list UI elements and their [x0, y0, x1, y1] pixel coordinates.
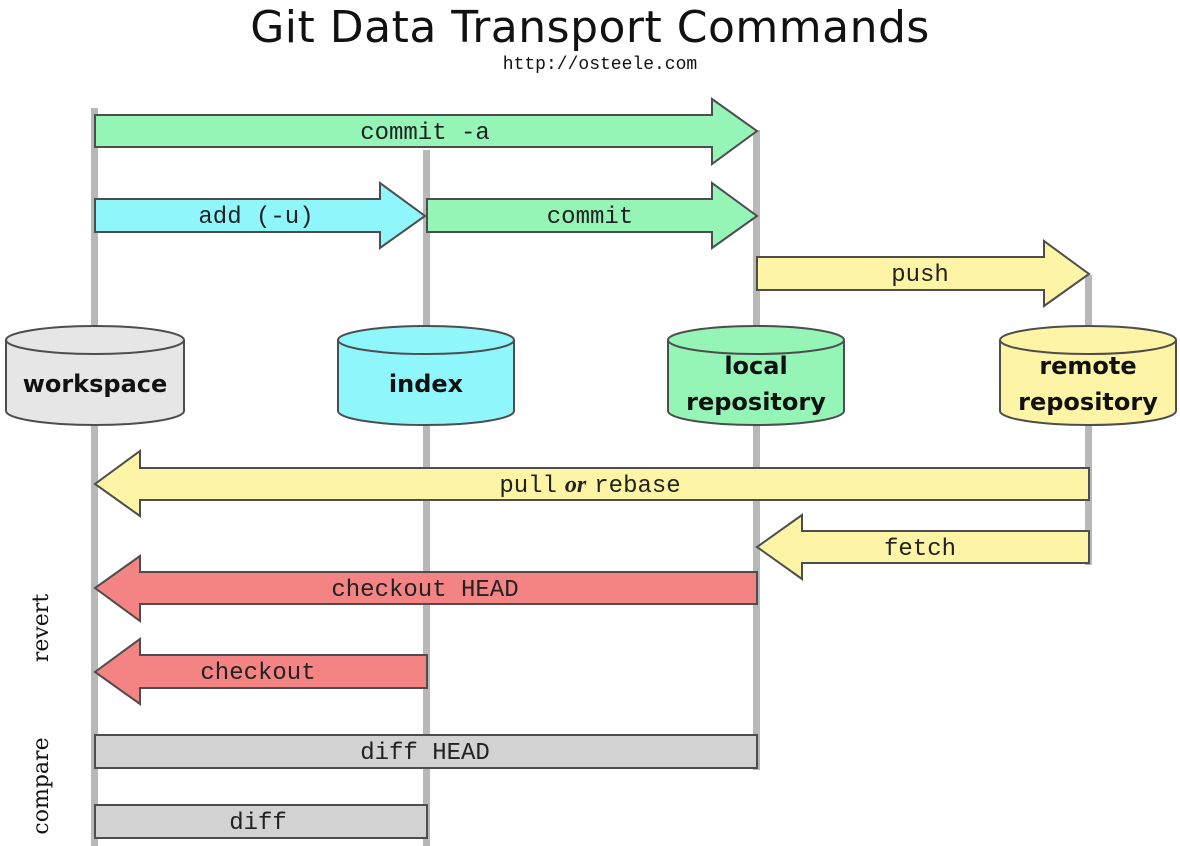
checkout-head-label: checkout HEAD	[331, 577, 518, 604]
push-label: push	[891, 262, 949, 289]
commit-all-arrow: commit -a	[94, 97, 759, 166]
index-label: index	[389, 370, 464, 398]
workspace-cylinder	[5, 325, 185, 426]
diff-bar-shape	[94, 804, 428, 839]
diff-head-label: diff HEAD	[360, 740, 490, 767]
or-label: or	[565, 472, 587, 498]
commit-arrow-shape	[426, 181, 759, 250]
revert-side-label: revert	[29, 594, 54, 663]
pull-rebase-arrow-shape	[93, 449, 1090, 518]
diff-head-bar-shape	[94, 734, 758, 769]
commit-arrow: commit	[426, 181, 759, 250]
fetch-arrow: fetch	[755, 513, 1090, 581]
fetch-arrow-shape	[755, 513, 1090, 581]
lifeline-workspace	[91, 108, 98, 846]
index-cylinder-rim	[337, 339, 515, 355]
workspace-label: workspace	[23, 370, 168, 398]
index-cylinder	[337, 325, 515, 426]
diff-bar: diff	[94, 804, 428, 839]
add-arrow: add (-u)	[94, 181, 427, 250]
diagram-title: Git Data Transport Commands	[250, 2, 930, 53]
diagram-subtitle: http://osteele.com	[502, 55, 698, 75]
commit-all-label: commit -a	[360, 120, 490, 147]
pull-label: pull	[499, 473, 557, 500]
checkout-arrow-shape	[93, 637, 428, 706]
fetch-label: fetch	[884, 536, 956, 563]
checkout-label: checkout	[200, 660, 315, 687]
checkout-head-arrow: checkout HEAD	[93, 554, 758, 623]
workspace-store: workspace	[5, 325, 185, 426]
remote-repository-store: remote repository	[999, 325, 1177, 426]
workspace-cylinder-rim	[5, 339, 185, 355]
push-arrow-shape	[756, 239, 1091, 308]
local-repository-label-line1: local	[724, 352, 787, 380]
index-store: index	[337, 325, 515, 426]
add-arrow-shape	[94, 181, 427, 250]
commit-label: commit	[547, 204, 633, 231]
checkout-head-arrow-shape	[93, 554, 758, 623]
remote-repository-label-line1: remote	[1039, 352, 1136, 380]
diff-label: diff	[229, 810, 287, 837]
rebase-label: rebase	[594, 473, 680, 500]
checkout-arrow: checkout	[93, 637, 428, 706]
add-label: add (-u)	[198, 204, 313, 231]
lifeline-local-repository	[753, 130, 760, 770]
push-arrow: push	[756, 239, 1091, 308]
remote-repository-cylinder-rim	[999, 339, 1177, 355]
local-repository-cylinder	[667, 325, 845, 426]
local-repository-store: local repository	[667, 325, 845, 426]
remote-repository-cylinder	[999, 325, 1177, 426]
compare-side-label: compare	[29, 737, 54, 834]
local-repository-label-line2: repository	[686, 388, 826, 416]
diff-head-bar: diff HEAD	[94, 734, 758, 769]
local-repository-cylinder-rim	[667, 339, 845, 355]
commit-all-arrow-shape	[94, 97, 759, 166]
remote-repository-label-line2: repository	[1018, 388, 1158, 416]
